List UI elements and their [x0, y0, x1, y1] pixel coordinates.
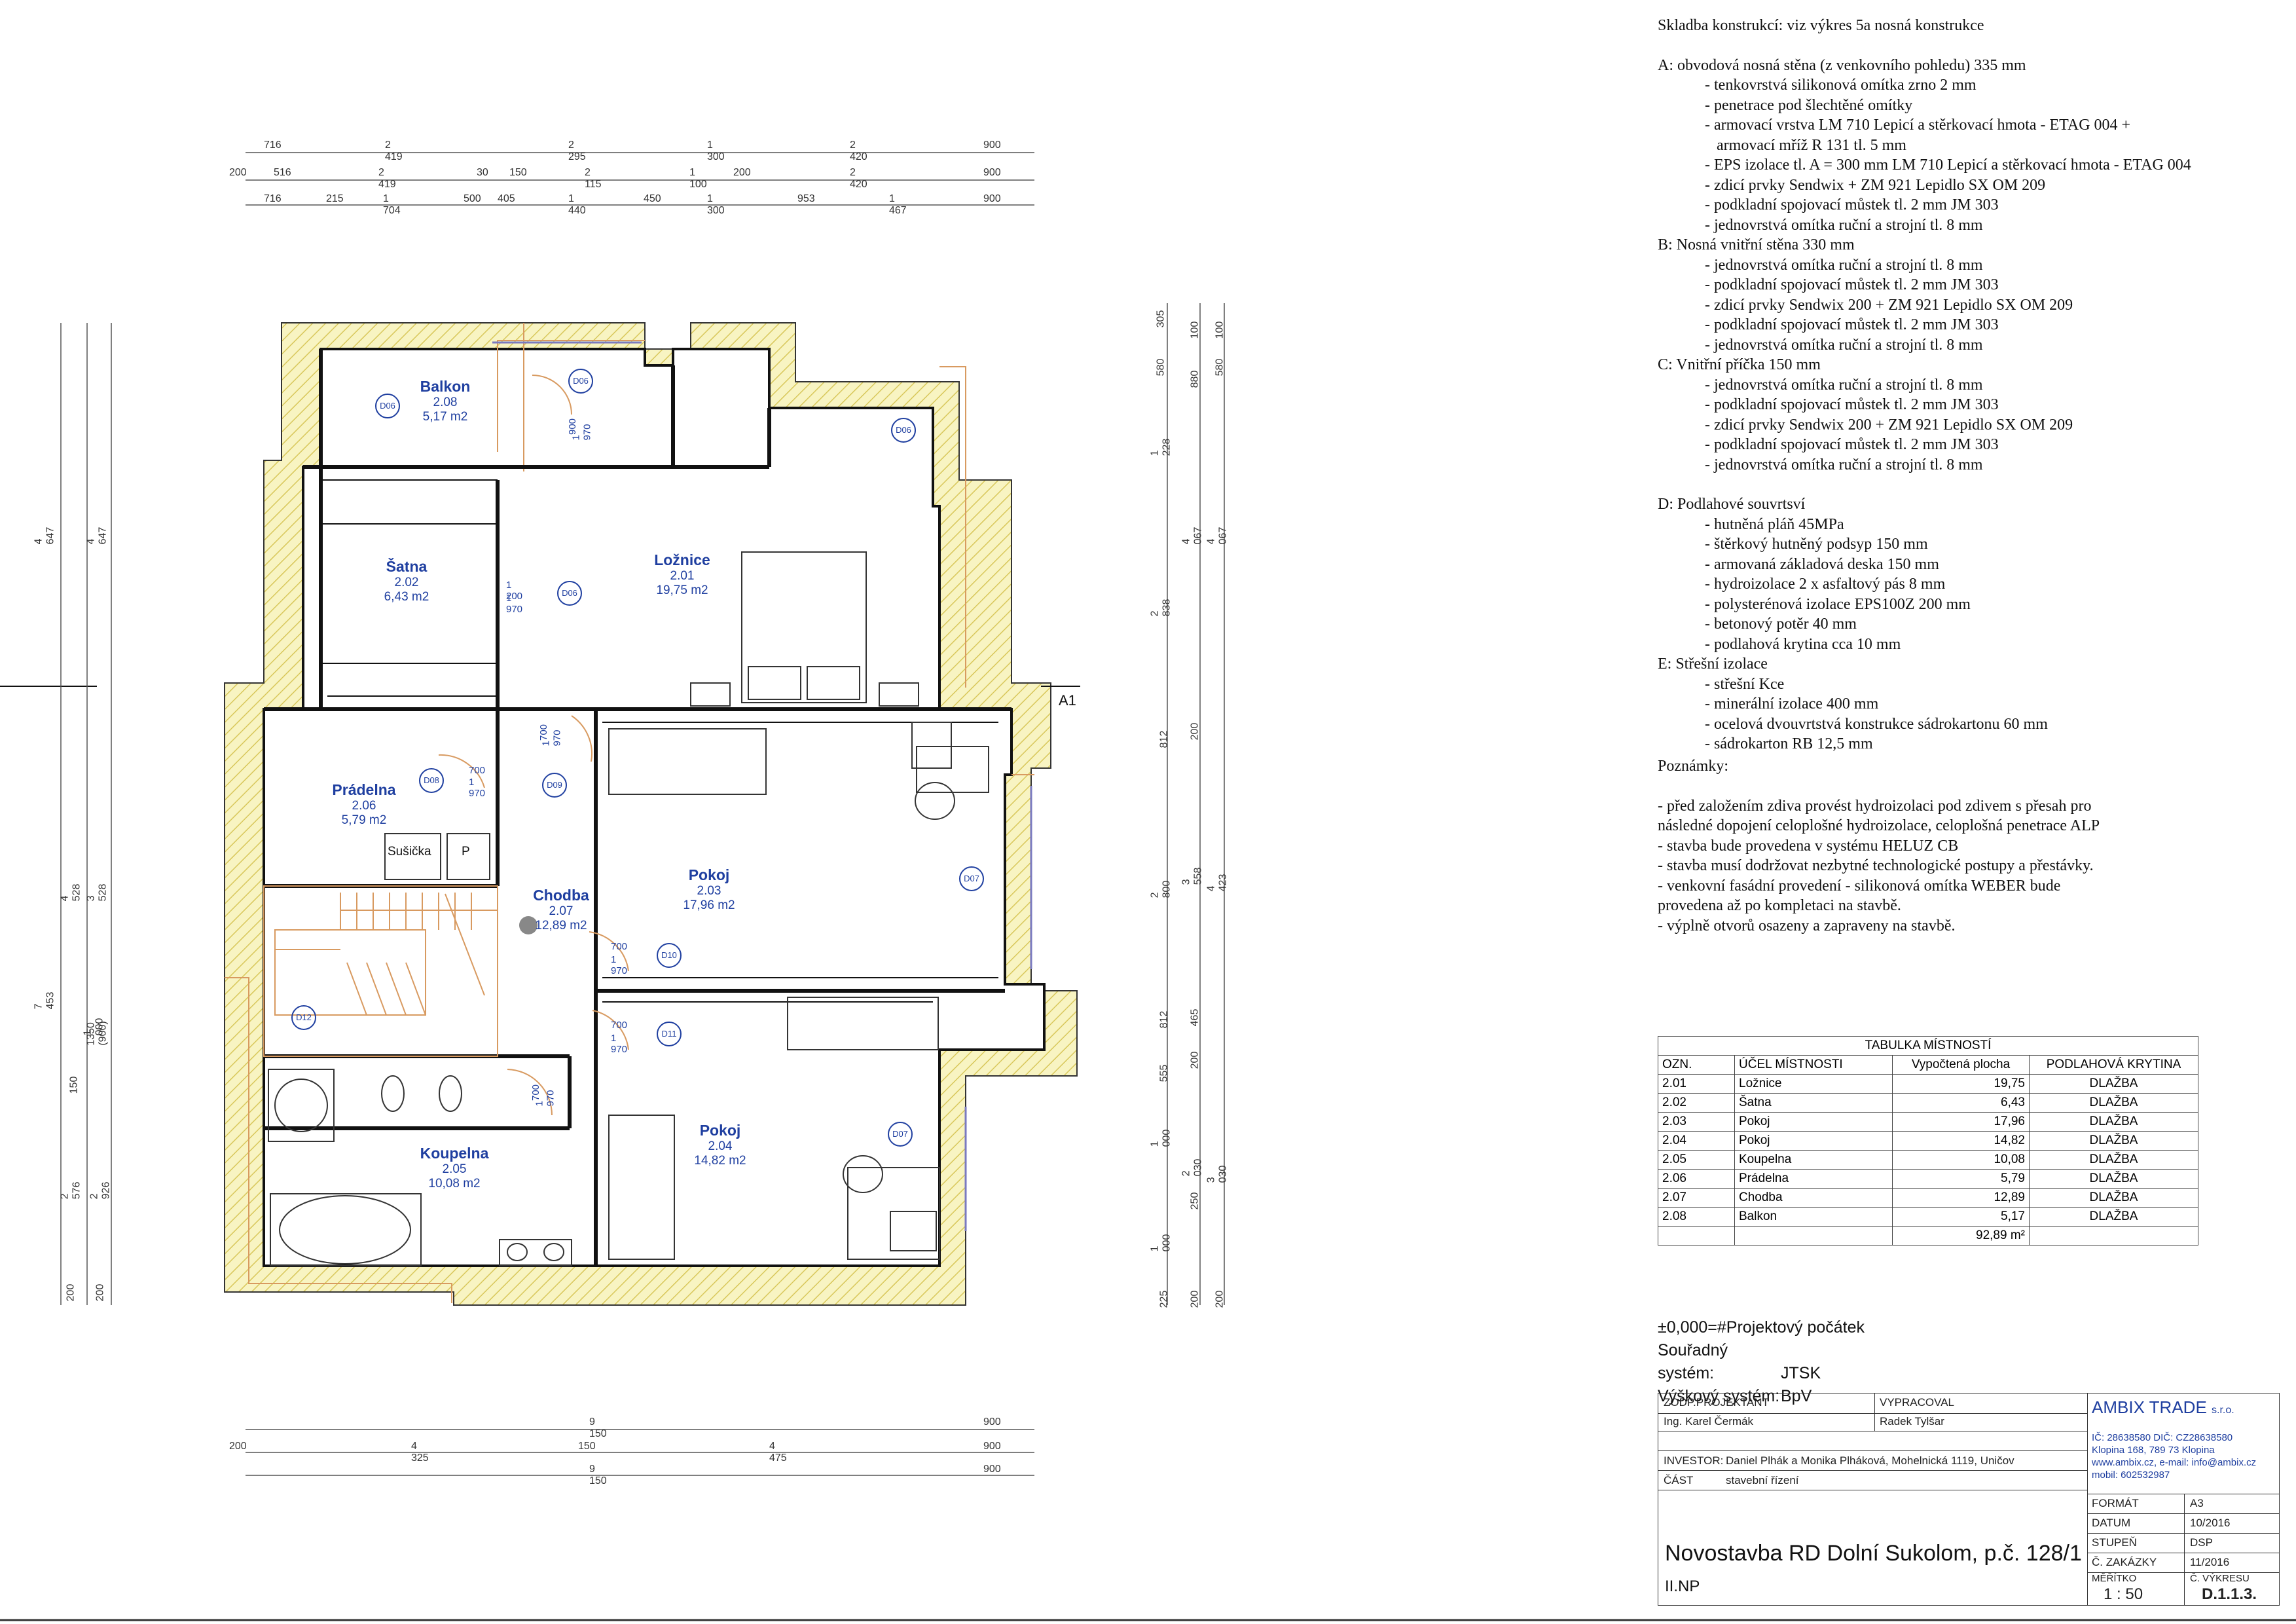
room-label: Pokoj 2.04 14,82 m2	[694, 1122, 746, 1168]
room-table-title: TABULKA MÍSTNOSTÍ	[1658, 1036, 2198, 1056]
section-cut-line-right	[1041, 686, 1080, 687]
chimney-marker	[519, 916, 538, 934]
door-tag: D12	[291, 1005, 316, 1030]
room-table-header: OZN. ÚČEL MÍSTNOSTI Vypočtená plocha POD…	[1658, 1055, 2198, 1075]
drawn-value: Radek Tylšar	[1880, 1415, 1944, 1428]
section-e: E: Střešní izolace - střešní Kce - miner…	[1658, 655, 2048, 752]
room-label: Chodba 2.07 12,89 m2	[533, 887, 589, 932]
door-swings	[438, 375, 629, 1116]
remarks-title: Poznámky:	[1658, 758, 1728, 775]
title-block: ZODP.PROJEKTANT VYPRACOVAL Ing. Karel Če…	[1658, 1393, 2280, 1606]
door-tag: D07	[888, 1122, 913, 1147]
insulation-band	[224, 322, 1078, 1306]
investor-label: INVESTOR:	[1664, 1454, 1724, 1467]
section-cut-line	[0, 686, 97, 687]
section-marker: A1	[1059, 692, 1076, 709]
door-tag: D06	[375, 394, 400, 418]
table-total-row: 92,89 m²	[1658, 1226, 2198, 1246]
room-label: Šatna 2.02 6,43 m2	[384, 558, 429, 604]
part-label: ČÁST	[1664, 1474, 1694, 1486]
door-tag: D06	[568, 369, 593, 394]
section-a: A: obvodová nosná stěna (z venkovního po…	[1658, 56, 2191, 234]
door-tag: D06	[891, 418, 916, 443]
roof-outline	[225, 323, 1034, 1303]
furniture	[268, 551, 989, 1266]
room-label: Ložnice 2.01 19,75 m2	[654, 551, 710, 597]
door-tag: D07	[959, 866, 984, 891]
responsible-label: ZODP.PROJEKTANT	[1664, 1396, 1769, 1409]
door-tag: D11	[657, 1022, 682, 1046]
p-label: P	[462, 845, 470, 858]
door-tag: D08	[419, 768, 444, 793]
dryer-label: Sušička	[388, 845, 431, 858]
notes-header: Skladba konstrukcí: viz výkres 5a nosná …	[1658, 17, 1984, 34]
project-title: Novostavba RD Dolní Sukolom, p.č. 128/1	[1665, 1541, 2082, 1566]
floor-name: II.NP	[1665, 1578, 1700, 1595]
door-tag: D09	[542, 773, 567, 798]
coordinate-info: ±0,000=#Projektový počátek Souřadný syst…	[1658, 1318, 1865, 1405]
room-label: Balkon 2.08 5,17 m2	[420, 378, 471, 424]
section-c: C: Vnitřní příčka 150 mm - jednovrstvá o…	[1658, 356, 2073, 473]
responsible-value: Ing. Karel Čermák	[1664, 1415, 1753, 1428]
room-label: Pokoj 2.03 17,96 m2	[683, 866, 735, 912]
construction-notes: Skladba konstrukcí: viz výkres 5a nosná …	[1658, 16, 2286, 754]
door-tag: D06	[557, 581, 582, 606]
section-b: B: Nosná vnitřní stěna 330 mm - jednovrs…	[1658, 236, 2073, 354]
room-table: TABULKA MÍSTNOSTÍ OZN. ÚČEL MÍSTNOSTI Vy…	[1658, 1036, 2198, 1246]
company-name: AMBIX TRADE s.r.o.	[2092, 1397, 2234, 1417]
drawn-label: VYPRACOVAL	[1880, 1396, 1955, 1409]
drawing-number: D.1.1.3.	[2202, 1585, 2257, 1603]
investor-value: Daniel Plhák a Monika Plháková, Mohelnic…	[1726, 1454, 2014, 1467]
staircase	[263, 885, 498, 1057]
company-info: IČ: 28638580 DIČ: CZ28638580 Klopina 168…	[2092, 1432, 2257, 1481]
door-tag: D10	[657, 943, 682, 968]
part-value: stavební řízení	[1726, 1474, 1799, 1486]
scale-value: 1 : 50	[2104, 1585, 2143, 1603]
room-label: Koupelna 2.05 10,08 m2	[420, 1145, 489, 1190]
remarks: Poznámky: - před založením zdiva provést…	[1658, 756, 2286, 936]
section-d: D: Podlahové souvrtsví - hutněná pláň 45…	[1658, 496, 1971, 653]
windows	[492, 341, 1032, 1231]
room-label: Prádelna 2.06 5,79 m2	[332, 781, 396, 827]
